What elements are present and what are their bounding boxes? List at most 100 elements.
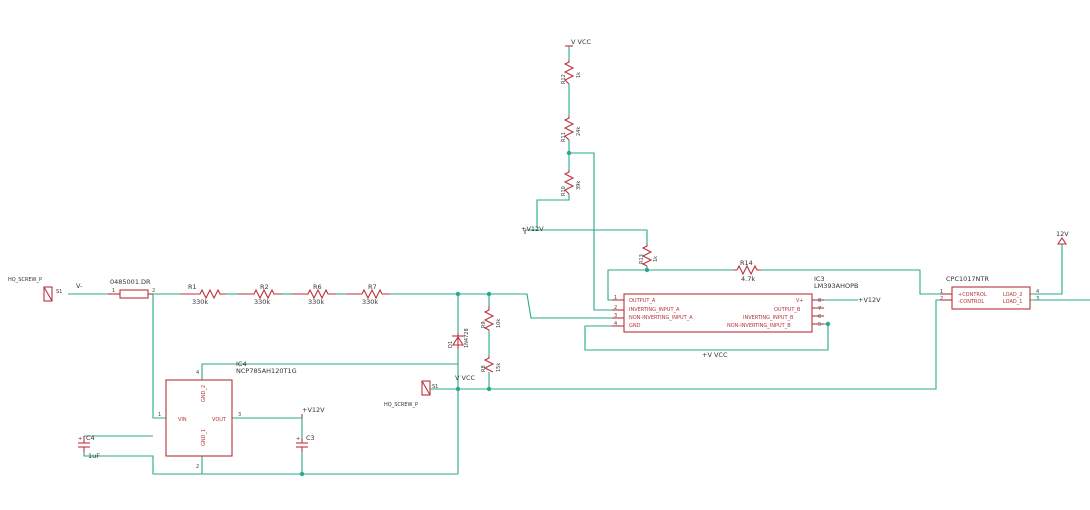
r13-name: R13 <box>639 254 645 264</box>
relay-pin4-label: LOAD_2 <box>1003 292 1022 298</box>
ic3-pin8-label: V+ <box>796 298 804 304</box>
r2-name: R2 <box>260 283 269 291</box>
net-v12-reg: +V12V <box>301 406 325 418</box>
net-v12-ic3: +V12V <box>858 296 881 304</box>
ic3-pin5-label: NON-INVERTING_INPUT_B <box>727 323 791 329</box>
ic3-pin2: 2 <box>614 305 617 311</box>
resistor-r10: R10 39k <box>561 170 582 196</box>
connector-input-pin: S1 <box>56 289 62 295</box>
net-v12-relay: 12V <box>1056 230 1069 245</box>
fuse-pin2: 2 <box>152 288 155 294</box>
resistor-r1: R1 330k <box>180 283 226 306</box>
relay-pin2-label: -CONTROL <box>958 299 984 305</box>
ic3-pin1-label: OUTPUT_A <box>629 298 656 304</box>
ic3-pin2-label: INVERTING_INPUT_A <box>629 307 680 313</box>
r8-name: R8 <box>481 365 487 372</box>
ic4-regulator: IC4 NCP785AH120T1G VIN VOUT GND_2 GND_1 … <box>158 360 297 470</box>
ic3-comparator: IC3 LM393AHOPB 1 OUTPUT_A 2 INVERTING_IN… <box>612 275 858 333</box>
connector-input: S1 HQ_SCREW_P V- <box>8 277 83 302</box>
r9-name: R9 <box>481 321 487 328</box>
relay-pin2: 2 <box>940 296 943 302</box>
r14-value: 4.7k <box>741 275 755 283</box>
connector-output: S1 HQ_SCREW_P V VCC <box>384 374 475 408</box>
resistor-r14: R14 4.7k <box>733 259 761 283</box>
ic3-pin4-label: GND <box>629 323 641 329</box>
r9-value: 10k <box>496 319 502 328</box>
relay-pin3: 3 <box>1036 296 1039 302</box>
c4-plus-icon: + <box>78 436 82 442</box>
v12-relay-label: 12V <box>1056 230 1069 238</box>
resistor-r12: R12 1k <box>561 60 582 85</box>
ic4-name: IC4 <box>236 360 247 368</box>
ic3-pin1: 1 <box>614 295 617 301</box>
ic3-name: IC3 <box>814 275 825 283</box>
ic4-pin4: 4 <box>196 370 199 376</box>
v12-ic3-label: +V12V <box>858 296 881 304</box>
relay-pin1: 1 <box>940 289 943 295</box>
r10-name: R10 <box>561 186 567 196</box>
c4-name: C4 <box>86 434 95 442</box>
net-v12-left: +V12V <box>521 225 544 234</box>
relay-pin3-label: LOAD_1 <box>1003 299 1022 305</box>
c3-plus-icon: + <box>296 436 300 442</box>
r12-name: R12 <box>561 74 567 84</box>
connector-input-name: HQ_SCREW_P <box>8 277 42 283</box>
r6-value: 330k <box>308 298 324 306</box>
r2-value: 330k <box>254 298 270 306</box>
c4-value: 1uF <box>88 452 100 460</box>
ic3-part: LM393AHOPB <box>814 282 858 290</box>
capacitor-c3: + C3 <box>296 434 315 452</box>
vcc-top-label: V VCC <box>571 38 591 46</box>
ic3-pin8: 8 <box>818 298 821 304</box>
net-vcc-ic3: +V VCC <box>702 351 728 359</box>
r8-value: 15k <box>496 363 502 372</box>
d1-name: D1 <box>448 341 454 348</box>
ic4-part: NCP785AH120T1G <box>236 367 297 375</box>
connector-output-pin: S1 <box>432 384 438 390</box>
d1-part: 1N4728 <box>464 328 470 348</box>
r11-value: 24k <box>576 127 582 136</box>
diode-d1: D1 1N4728 <box>448 328 470 349</box>
resistor-r8: R8 15k <box>481 356 502 373</box>
resistor-r6: R6 330k <box>292 283 336 306</box>
r6-name: R6 <box>313 283 322 291</box>
relay-name: CPC1017NTR <box>946 275 989 283</box>
wires <box>68 46 1090 475</box>
ic3-pin4: 4 <box>614 321 617 327</box>
connector-output-name: HQ_SCREW_P <box>384 402 418 408</box>
junctions <box>299 150 831 477</box>
ic4-pin-vin-label: VIN <box>178 417 187 423</box>
fuse-name: 0485001.DR <box>110 278 151 286</box>
resistor-r11: R11 24k <box>561 116 582 142</box>
ic4-pin3: 3 <box>238 412 241 418</box>
net-v-minus: V- <box>76 282 83 290</box>
capacitor-c4: + C4 1uF <box>78 434 100 460</box>
ic3-pin6-label: INVERTING_INPUT_B <box>743 315 794 321</box>
r10-value: 39k <box>576 181 582 190</box>
relay-cpc1017n: CPC1017NTR 1 +CONTROL 2 -CONTROL 4 LOAD_… <box>940 275 1039 310</box>
ic3-pin6: 6 <box>818 314 821 320</box>
r14-name: R14 <box>740 259 753 267</box>
vcc-ic3-label: +V VCC <box>702 351 728 359</box>
r7-name: R7 <box>368 283 377 291</box>
ic4-pin-gnd2-label: GND_2 <box>201 385 207 402</box>
relay-pin4: 4 <box>1036 289 1039 295</box>
ic3-pin3: 3 <box>614 313 617 319</box>
resistor-r2: R2 330k <box>238 283 282 306</box>
v12-reg-label: +V12V <box>302 406 325 414</box>
v12-left-label: +V12V <box>521 225 544 233</box>
ic3-pin7: 7 <box>818 306 821 312</box>
resistor-r7: R7 330k <box>346 283 390 306</box>
r1-value: 330k <box>192 298 208 306</box>
net-vcc-output: V VCC <box>455 374 475 382</box>
ic3-pin3-label: NON-INVERTING_INPUT_A <box>629 315 693 321</box>
r11-name: R11 <box>561 132 567 142</box>
ic4-pin-gnd1-label: GND_1 <box>201 429 207 446</box>
r7-value: 330k <box>362 298 378 306</box>
resistor-r9: R9 10k <box>481 306 502 331</box>
ic4-pin-vout-label: VOUT <box>212 417 227 423</box>
net-vcc-top: V VCC <box>565 38 591 47</box>
relay-pin1-label: +CONTROL <box>958 292 987 298</box>
fuse-pin1: 1 <box>112 288 115 294</box>
